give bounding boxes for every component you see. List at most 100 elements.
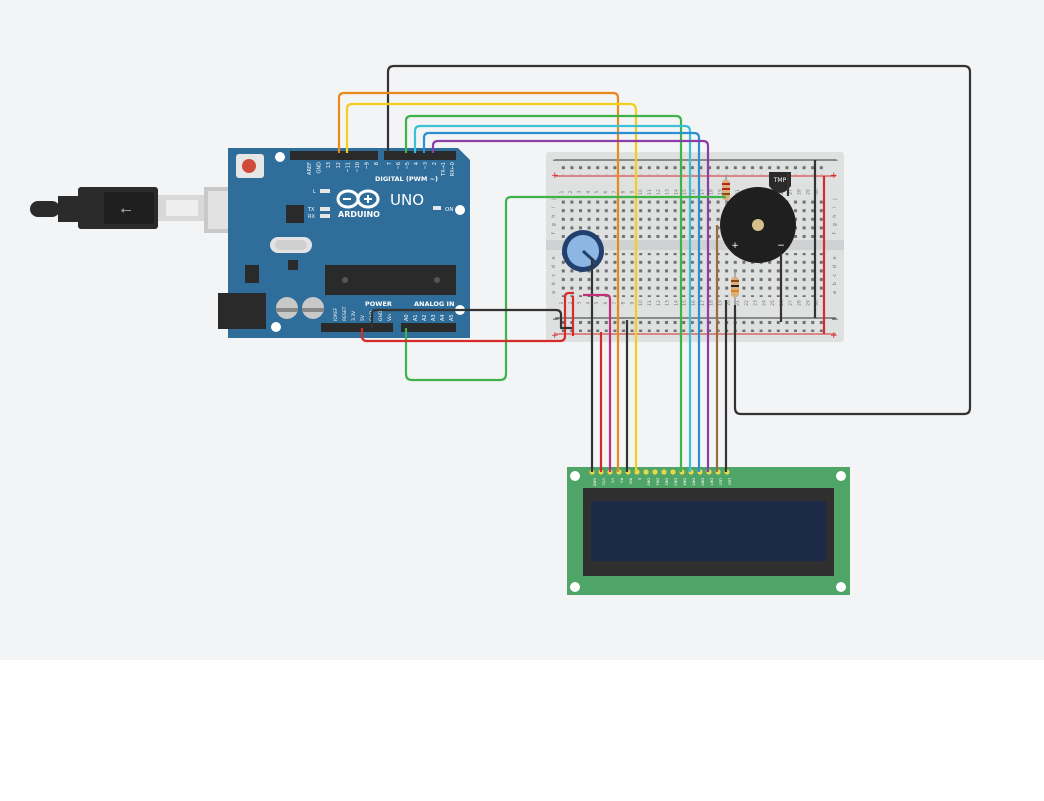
breadboard-column-number: 17 <box>700 189 706 195</box>
rail-plus-top-right: + <box>830 171 838 181</box>
digital-pin-label: AREF <box>307 162 313 175</box>
breadboard-column-number: 16 <box>691 189 697 195</box>
breadboard-column-number: 7 <box>612 301 618 304</box>
wire-blue[interactable] <box>422 131 701 472</box>
lcd-pin[interactable] <box>670 469 676 475</box>
breadboard-row-letter: i <box>832 207 838 208</box>
digital-pin-label: ~6 <box>396 162 402 169</box>
temperature-sensor[interactable]: TMP <box>769 172 791 193</box>
piezo-buzzer[interactable]: + − <box>720 187 796 263</box>
buzzer-minus-label: − <box>777 241 785 251</box>
wire-green-digital[interactable] <box>404 114 683 472</box>
breadboard-column-number: 13 <box>665 189 671 195</box>
breadboard-row-letter: d <box>832 265 838 268</box>
reset-button[interactable] <box>242 159 256 173</box>
breadboard-column-number: 19 <box>717 300 723 306</box>
power-pin-label: GND <box>378 310 384 321</box>
breadboard-column-number: 9 <box>629 190 635 193</box>
breadboard-row-letter: d <box>551 265 557 268</box>
breadboard-column-number: 20 <box>726 300 732 306</box>
analog-pin-label: A0 <box>404 314 410 321</box>
breadboard-row-letter: h <box>551 215 557 218</box>
on-led-label: ON <box>445 207 453 213</box>
circuit-canvas: ⭠ <box>0 0 1044 660</box>
rail-minus-bottom-left: − <box>552 315 560 325</box>
digital-pin-label: 7 <box>387 162 393 165</box>
breadboard-column-number: 10 <box>638 300 644 306</box>
breadboard-row-letter: b <box>832 282 838 285</box>
breadboard-column-number: 18 <box>709 300 715 306</box>
lcd-pin-label: DB0 <box>647 478 651 486</box>
digital-pin-label: RX←0 <box>450 162 456 176</box>
power-header-label: POWER <box>365 300 392 308</box>
breadboard-column-number: 1 <box>559 301 565 304</box>
led-label-rx: RX <box>308 214 315 220</box>
wire-black-loop[interactable] <box>386 64 972 416</box>
breadboard-column-number: 6 <box>603 190 609 193</box>
breadboard-row-letter: c <box>832 274 838 277</box>
power-pin-label: Vin <box>387 314 393 321</box>
power-pin-label: 5V <box>360 314 366 321</box>
arduino-board[interactable]: ARDUINO UNO DIGITAL (PWM ~) POWER ANALOG… <box>204 148 470 338</box>
lcd-pin-label: DB1 <box>656 478 660 486</box>
resistor-bottom[interactable] <box>731 270 739 305</box>
breadboard-column-number: 30 <box>814 300 820 306</box>
lcd-pin-label: E <box>638 478 642 481</box>
digital-pin-label: 2 <box>432 162 438 165</box>
breadboard-row-letter: b <box>551 282 557 285</box>
lcd-pin-label: DB6 <box>701 478 705 486</box>
arduino-model-label: UNO <box>390 191 424 209</box>
lcd-pin-label: RS <box>620 478 624 483</box>
wire-lcd-v0[interactable] <box>583 293 612 472</box>
lcd-pin[interactable] <box>643 469 649 475</box>
lcd-pin-label: V0 <box>611 478 615 483</box>
breadboard-column-number: 2 <box>568 190 574 193</box>
wire-yellow[interactable] <box>345 102 638 472</box>
wire-cyan[interactable] <box>413 124 692 472</box>
breadboard-column-number: 30 <box>814 189 820 195</box>
breadboard-row-letter: a <box>832 291 838 294</box>
analog-pin-label: A2 <box>422 314 428 321</box>
analog-pin-label: A1 <box>413 314 419 321</box>
breadboard-column-number: 9 <box>629 301 635 304</box>
breadboard-row-letter: e <box>832 256 838 259</box>
lcd-pin-label: DB2 <box>665 478 669 486</box>
rail-plus-bottom-right: + <box>830 331 838 341</box>
arduino-brand-label: ARDUINO <box>338 210 380 219</box>
digital-pin-label: ~11 <box>345 162 351 173</box>
wire-green-analog[interactable] <box>404 195 726 382</box>
lcd-pin-label: VCC <box>602 478 606 486</box>
breadboard-column-number: 4 <box>585 301 591 304</box>
power-pin-label: RESET <box>342 306 348 321</box>
breadboard-column-number: 8 <box>621 190 627 193</box>
analog-pin-label: A5 <box>449 314 455 321</box>
lcd-pin-label: DB7 <box>710 478 714 486</box>
lcd-pin-label: DB4 <box>683 478 687 486</box>
digital-pin-label: ~3 <box>423 162 429 169</box>
breadboard-row-letter: j <box>551 198 557 200</box>
lcd-pin[interactable] <box>661 469 667 475</box>
usb-cable[interactable]: ⭠ <box>30 187 204 229</box>
lcd-pin-label: LED <box>719 478 723 485</box>
wire-black-gnd[interactable] <box>370 308 574 330</box>
lcd-pin[interactable] <box>652 469 658 475</box>
breadboard-row-letter: f <box>832 232 838 234</box>
breadboard-column-number: 21 <box>735 189 741 195</box>
breadboard-column-number: 15 <box>682 189 688 195</box>
breadboard-column-number: 2 <box>568 301 574 304</box>
breadboard-column-number: 14 <box>673 189 679 195</box>
wire-orange[interactable] <box>337 91 620 472</box>
breadboard-column-number: 22 <box>744 300 750 306</box>
wire-purple[interactable] <box>431 139 710 472</box>
wire-red-5v[interactable] <box>360 291 574 343</box>
breadboard-column-number: 23 <box>753 300 759 306</box>
breadboard-column-number: 27 <box>788 300 794 306</box>
potentiometer[interactable] <box>562 230 604 272</box>
breadboard-column-number: 28 <box>797 300 803 306</box>
breadboard-column-number: 11 <box>647 189 653 195</box>
breadboard-column-number: 29 <box>805 300 811 306</box>
resistor-top[interactable] <box>722 175 730 205</box>
